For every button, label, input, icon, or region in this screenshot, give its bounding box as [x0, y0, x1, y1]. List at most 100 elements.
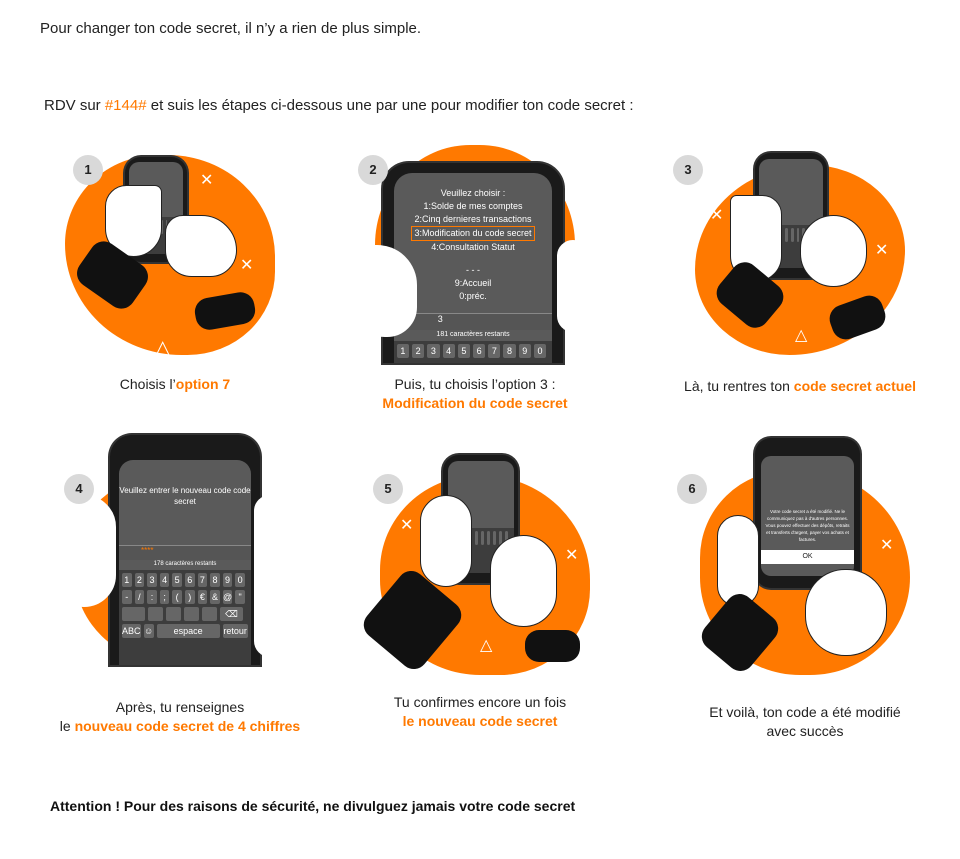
emoji-key[interactable]: ☺	[143, 624, 154, 638]
menu-option: 9:Accueil	[454, 278, 492, 288]
screen-title: Veuillez entrer le nouveau code code sec…	[119, 486, 251, 506]
return-key[interactable]: retour	[222, 624, 248, 638]
rdv-suffix: et suis les étapes ci-dessous une par un…	[146, 97, 634, 114]
key[interactable]: -	[122, 590, 132, 604]
key[interactable]: :	[147, 590, 157, 604]
ok-button[interactable]: OK	[761, 550, 854, 564]
step-6-illustration: ✕ Votre code secret a été modifié. Ne le…	[655, 435, 955, 677]
step-2: Veuillez choisir : 1:Solde de mes compte…	[325, 145, 625, 415]
menu-option: 0:préc.	[459, 291, 487, 301]
step-number-badge: 5	[373, 474, 403, 504]
step-2-caption: Puis, tu choisis l’option 3 : Modificatio…	[325, 375, 625, 413]
sparkle-icon: ✕	[200, 172, 214, 189]
step-4-illustration: Veuillez entrer le nouveau code code sec…	[30, 435, 330, 675]
key[interactable]: 1	[396, 344, 410, 358]
key[interactable]: 6	[184, 573, 195, 587]
triangle-icon: △	[155, 337, 171, 359]
step-3-caption: Là, tu rentres ton code secret actuel	[650, 377, 950, 396]
key[interactable]: €	[197, 590, 208, 604]
step-2-illustration: Veuillez choisir : 1:Solde de mes compte…	[325, 145, 625, 375]
step-number-badge: 3	[673, 155, 703, 185]
caption-text: Tu confirmes encore un fois	[393, 694, 567, 710]
caption-text: Puis, tu choisis l’option 3 :	[394, 376, 556, 392]
key[interactable]: 3	[427, 344, 440, 358]
key[interactable]: @	[222, 590, 233, 604]
security-warning: Attention ! Pour des raisons de sécurité…	[50, 798, 576, 814]
key[interactable]: 5	[457, 344, 470, 358]
caption-text: Là, tu rentres ton	[684, 378, 794, 394]
instructions-text: RDV sur #144# et suis les étapes ci-dess…	[44, 97, 634, 114]
step-3: ✕ ✕ △ 3 Là, tu rentres ton code secret a…	[650, 145, 950, 405]
key[interactable]: 0	[533, 344, 547, 358]
caption-highlight: le nouveau code secret	[402, 713, 558, 729]
hand-icon	[254, 495, 286, 657]
key[interactable]: 4	[159, 573, 170, 587]
caption-highlight: nouveau code secret de 4 chiffres	[74, 718, 301, 734]
caption-highlight: option 7	[175, 376, 231, 392]
menu-option: 4:Consultation Statut	[431, 242, 515, 252]
key[interactable]: 6	[472, 344, 486, 358]
key[interactable]: 8	[210, 573, 220, 587]
caption-highlight: Modification du code secret	[382, 395, 568, 411]
delete-key[interactable]: ⌫	[220, 607, 243, 621]
reply-input[interactable]: 3	[393, 313, 553, 330]
key[interactable]: ;	[159, 590, 170, 604]
key[interactable]	[147, 607, 163, 621]
abc-key[interactable]: ABC	[122, 624, 141, 638]
hand-icon	[165, 215, 237, 277]
key[interactable]: &	[210, 590, 220, 604]
key[interactable]: 5	[172, 573, 182, 587]
hand-icon	[805, 569, 887, 656]
key[interactable]: 4	[442, 344, 455, 358]
new-code-input[interactable]: ****	[119, 545, 251, 560]
space-key[interactable]: espace	[156, 624, 220, 638]
sparkle-icon: ✕	[710, 207, 724, 224]
key[interactable]: /	[134, 590, 145, 604]
key[interactable]: )	[184, 590, 195, 604]
key[interactable]: 2	[134, 573, 145, 587]
key[interactable]: "	[235, 590, 245, 604]
key[interactable]: 3	[147, 573, 157, 587]
key[interactable]: 7	[488, 344, 501, 358]
hand-icon	[345, 245, 417, 337]
key[interactable]: 7	[197, 573, 208, 587]
key[interactable]: 1	[122, 573, 132, 587]
step-number-badge: 4	[64, 474, 94, 504]
sparkle-icon: ✕	[400, 517, 414, 534]
hand-icon	[490, 535, 557, 627]
key[interactable]	[183, 607, 199, 621]
caption-text: Choisis l’	[119, 376, 176, 392]
hand-icon	[800, 215, 867, 287]
caption-text: avec succès	[766, 723, 844, 739]
phone-screen: Veuillez entrer le nouveau code code sec…	[119, 460, 251, 665]
step-1-caption: Choisis l’option 7	[25, 375, 325, 394]
ussd-code: #144#	[104, 97, 147, 114]
key[interactable]	[165, 607, 181, 621]
success-message: Votre code secret a été modifié. Ne le c…	[765, 509, 850, 542]
caption-text: le	[59, 718, 75, 734]
sparkle-icon: ✕	[875, 242, 889, 259]
key[interactable]: 9	[222, 573, 233, 587]
key[interactable]: (	[172, 590, 182, 604]
key[interactable]: 0	[235, 573, 245, 587]
sparkle-icon: ✕	[565, 547, 579, 564]
sparkle-icon: ✕	[880, 537, 894, 554]
hand-icon	[557, 240, 589, 332]
separator: - - -	[466, 265, 480, 275]
key[interactable]: 9	[518, 344, 531, 358]
key[interactable]: 8	[503, 344, 516, 358]
step-1: ✕ ✕ △ 1 Choisis l’option 7	[25, 145, 325, 405]
intro-text: Pour changer ton code secret, il n’y a r…	[40, 20, 422, 37]
phone: Veuillez choisir : 1:Solde de mes compte…	[383, 163, 563, 363]
menu-option: 1:Solde de mes comptes	[423, 201, 523, 211]
key[interactable]	[202, 607, 218, 621]
key[interactable]	[122, 607, 145, 621]
rdv-prefix: RDV sur	[44, 97, 105, 114]
step-5-caption: Tu confirmes encore un fois le nouveau co…	[330, 693, 630, 731]
menu-option-selected: 3:Modification du code secret	[411, 226, 535, 241]
step-3-illustration: ✕ ✕ △	[650, 145, 950, 375]
hand-icon	[717, 515, 759, 607]
key[interactable]: 2	[412, 344, 425, 358]
